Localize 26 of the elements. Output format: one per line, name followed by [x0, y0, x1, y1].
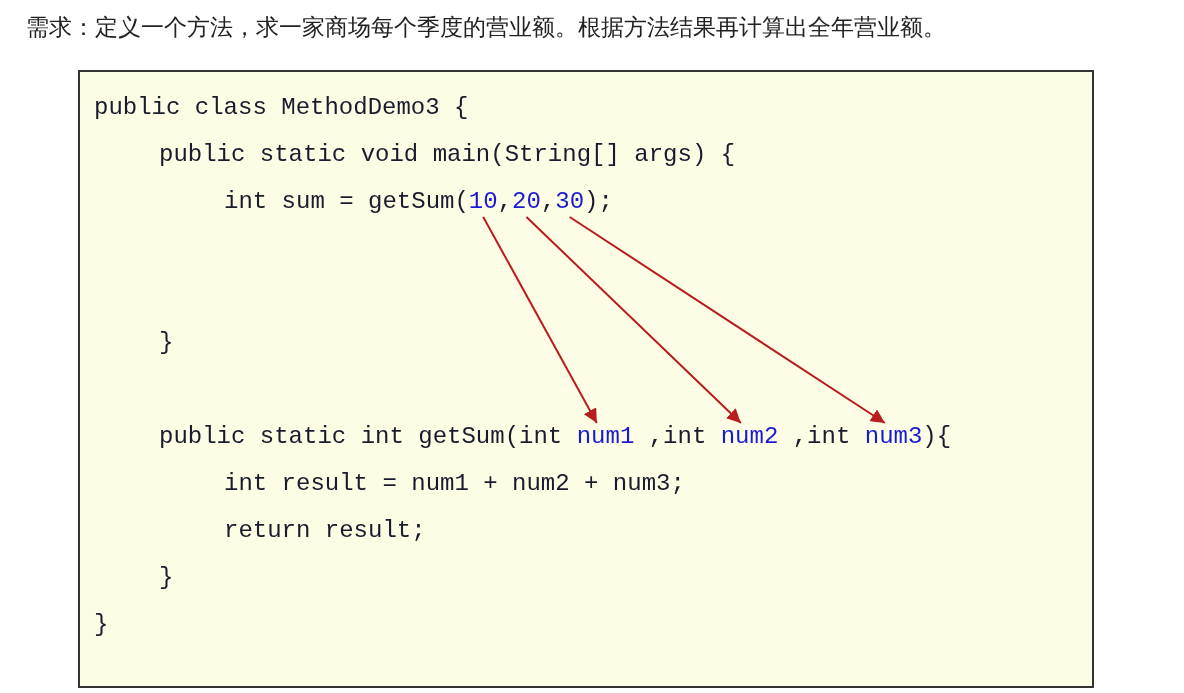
- code-text: public class MethodDemo3 {: [94, 94, 469, 121]
- argument-value: 10: [468, 188, 498, 215]
- arrow: [525, 216, 742, 424]
- code-text: public static void main(String[] args) {: [159, 141, 736, 168]
- code-text: }: [159, 329, 174, 356]
- code-panel: [78, 70, 1094, 688]
- argument-value: 20: [512, 188, 541, 215]
- code-text: public static int getSum(int: [159, 423, 563, 450]
- argument-value: 30: [555, 188, 585, 215]
- code-text: ,int: [792, 423, 851, 450]
- code-text: );: [584, 188, 613, 215]
- code-text: ,: [540, 188, 556, 215]
- code-text: ,: [497, 188, 513, 215]
- code-text: ){: [922, 423, 952, 450]
- parameter-name: num2: [720, 423, 779, 450]
- parameter-name: num3: [864, 423, 923, 450]
- parameter-name: num1: [576, 423, 635, 450]
- code-text: int result = num1 + num2 + num3;: [224, 470, 685, 497]
- heading: 需求：定义一个方法，求一家商场每个季度的营业额。根据方法结果再计算出全年营业额。: [26, 13, 946, 42]
- code-text: ,int: [648, 423, 707, 450]
- arrow: [568, 216, 886, 424]
- code-text: return result;: [224, 517, 426, 544]
- code-text: int sum = getSum(: [224, 188, 469, 215]
- code-text: }: [94, 611, 109, 638]
- arrow: [482, 216, 598, 424]
- code-text: }: [159, 564, 174, 591]
